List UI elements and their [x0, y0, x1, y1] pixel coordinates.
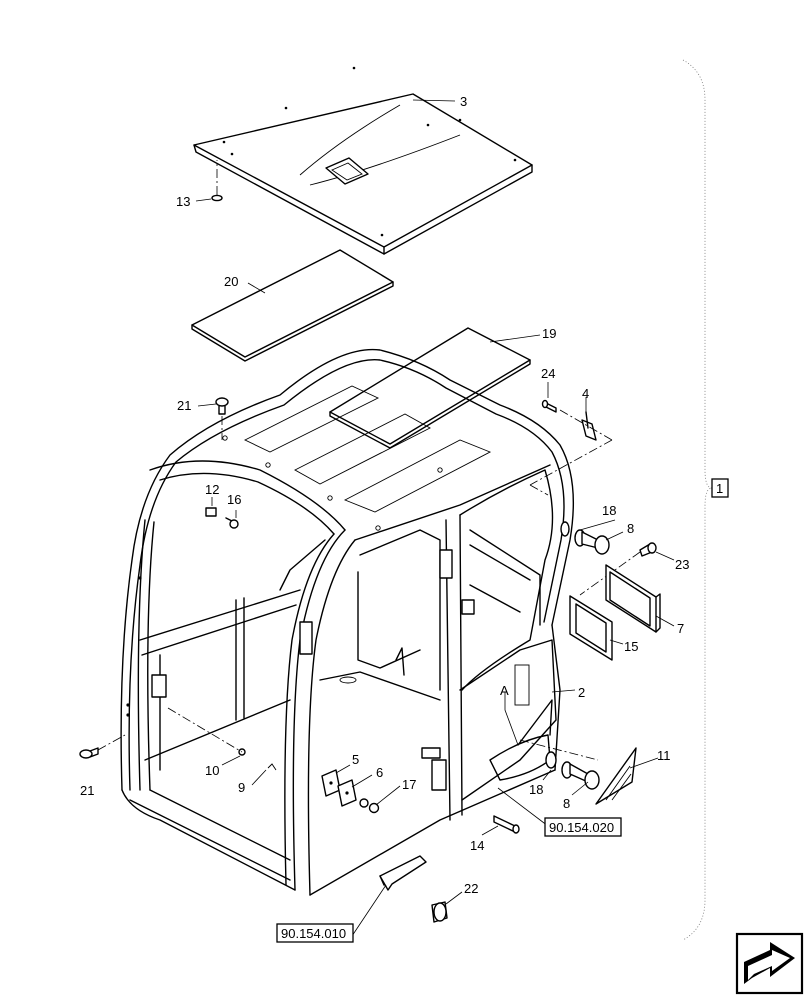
detail-a-label: A [500, 683, 509, 698]
part-13-clip [211, 160, 223, 202]
callout-7: 7 [677, 621, 684, 636]
callout-2: 2 [578, 685, 585, 700]
part-10-9-fasteners [167, 707, 277, 771]
callout-17: 17 [402, 777, 416, 792]
next-page-arrow-icon[interactable] [735, 932, 804, 995]
callout-4: 4 [582, 386, 589, 401]
callout-20: 20 [224, 274, 238, 289]
roof-panel [193, 66, 533, 255]
reference-handle[interactable]: 90.154.010 [276, 923, 354, 943]
callout-10: 10 [205, 763, 219, 778]
callout-6: 6 [376, 765, 383, 780]
callout-18-bottom: 18 [529, 782, 543, 797]
callout-12: 12 [205, 482, 219, 497]
callout-13: 13 [176, 194, 190, 209]
part-22-cap [431, 901, 448, 923]
callout-3: 3 [460, 94, 467, 109]
part-5-6-17-brackets [321, 769, 380, 814]
callout-22: 22 [464, 881, 478, 896]
callout-16: 16 [227, 492, 241, 507]
reference-door[interactable]: 90.154.020 [544, 817, 622, 837]
reference-door-text: 90.154.020 [549, 820, 614, 835]
callout-18-top: 18 [602, 503, 616, 518]
part-12-16-bolt [205, 507, 239, 529]
assembly-bracket: 1 [682, 59, 729, 941]
callout-1: 1 [716, 481, 723, 496]
callout-14: 14 [470, 838, 484, 853]
part-15-gasket [569, 595, 613, 661]
callout-9: 9 [238, 780, 245, 795]
part-21-plug-top [215, 397, 229, 440]
callout-labels: 3 13 20 19 21 24 4 12 16 18 8 23 7 15 2 … [80, 94, 689, 896]
callout-24: 24 [541, 366, 555, 381]
callout-21-top: 21 [177, 398, 191, 413]
headliner-mat [191, 249, 394, 362]
part-18-8-top [560, 521, 610, 555]
callout-19: 19 [542, 326, 556, 341]
part-11-cover [595, 747, 637, 805]
callout-8-bottom: 8 [563, 796, 570, 811]
part-21-plug-bottom [79, 734, 126, 759]
door-handle [379, 855, 427, 891]
part-7-vent [605, 564, 661, 633]
callout-5: 5 [352, 752, 359, 767]
callout-21-bottom: 21 [80, 783, 94, 798]
part-24-4-latch [529, 399, 613, 496]
callout-23: 23 [675, 557, 689, 572]
leader-lines [195, 99, 675, 937]
callout-15: 15 [624, 639, 638, 654]
callout-8-top: 8 [627, 521, 634, 536]
part-14-bolt [493, 815, 520, 834]
reference-handle-text: 90.154.010 [281, 926, 346, 941]
callout-11: 11 [657, 748, 671, 763]
roof-mat [329, 327, 531, 449]
cab-frame [120, 348, 574, 896]
